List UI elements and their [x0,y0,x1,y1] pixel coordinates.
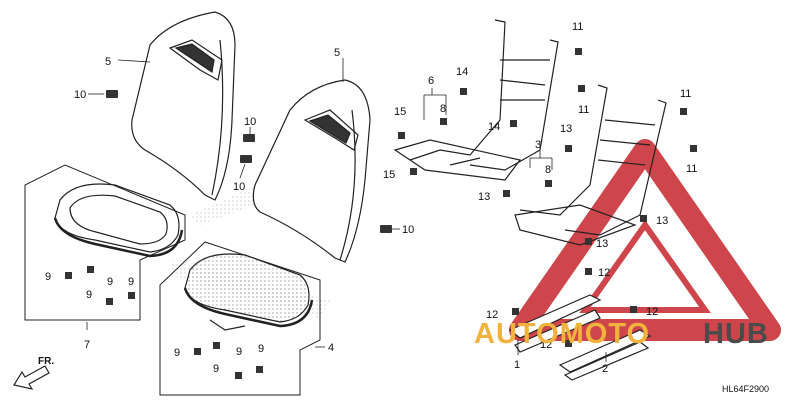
callout-8-a: 8 [440,103,446,115]
callout-1: 1 [514,359,520,371]
callout-10-d: 10 [402,224,414,236]
seat-cushion-center [183,253,314,331]
seat-rail-2 [558,329,652,381]
callout-14-a: 14 [456,66,468,78]
seat-frame-left [393,19,559,181]
callout-9-d: 9 [128,276,134,288]
callout-13-b: 13 [478,191,490,203]
watermark-part1: AUTOMOTO [474,318,650,350]
callout-13-c: 13 [656,215,668,227]
callout-13-d: 13 [596,238,608,250]
seat-back-center [252,79,371,263]
seat-back-left [131,11,236,201]
callout-10-a: 10 [74,89,86,101]
callout-6: 6 [428,75,434,87]
callout-5-left: 5 [105,56,111,68]
watermark-triangle [509,139,781,341]
watermark-part2: HUB [703,318,769,350]
callout-11-d: 11 [686,163,697,175]
direction-label: FR. [38,356,54,367]
callout-9-a: 9 [45,271,51,283]
callout-15-b: 15 [383,169,395,181]
callout-12-a: 12 [598,267,610,279]
callout-9-b: 9 [86,289,92,301]
diagram-code: HL64F2900 [722,384,769,394]
callout-3: 3 [535,139,541,151]
callout-9-f: 9 [213,363,219,375]
seat-cushion-left [53,183,184,258]
front-direction-indicator: FR. [13,356,54,390]
callout-14-b: 14 [488,121,500,133]
callout-12-c: 12 [486,309,498,321]
callout-9-h: 9 [258,343,264,355]
callout-11-a: 11 [572,21,583,33]
callout-7: 7 [84,339,90,351]
arrow-icon [13,365,50,390]
callout-10-b: 10 [244,116,256,128]
callout-9-e: 9 [174,347,180,359]
callout-5-center: 5 [334,47,340,59]
callout-11-c: 11 [680,88,691,100]
callout-11-b: 11 [578,104,589,116]
callout-15-a: 15 [394,106,406,118]
group-brackets [24,164,321,396]
watermark-text: AUTOMOTO HUB [474,318,769,350]
callout-13-a: 13 [560,123,572,135]
callout-12-d: 12 [540,339,552,351]
callout-9-g: 9 [236,346,242,358]
callout-2: 2 [602,363,608,375]
fasteners [65,48,697,379]
callout-9-c: 9 [107,276,113,288]
callout-labels: 5 5 10 10 10 10 6 14 15 8 14 15 11 11 11… [45,21,697,375]
callout-12-b: 12 [646,306,658,318]
leader-lines [86,58,607,362]
callout-10-c: 10 [233,181,245,193]
callout-8-b: 8 [545,164,551,176]
callout-4: 4 [328,342,334,354]
